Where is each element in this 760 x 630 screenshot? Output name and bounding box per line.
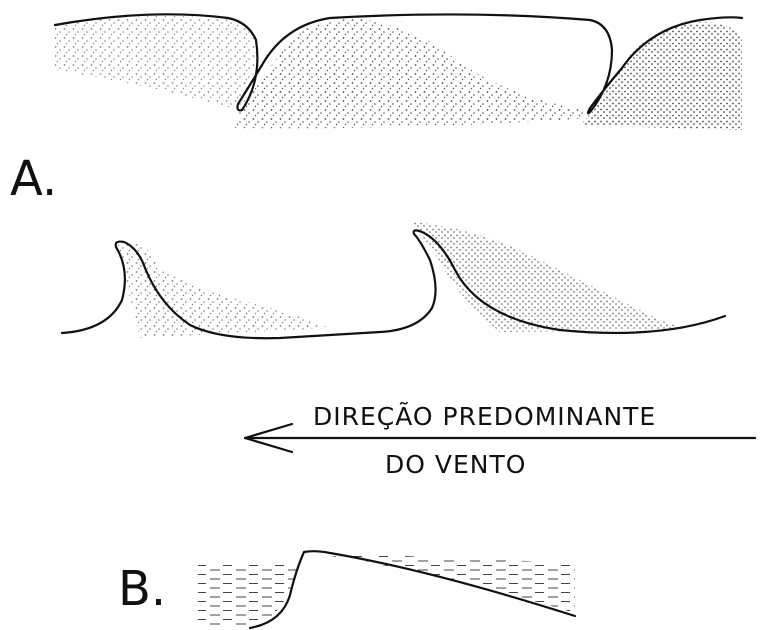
upper-dune-left-stipple bbox=[55, 16, 255, 110]
lower-dune-left-stipple bbox=[118, 243, 330, 338]
panel-b-label: B. bbox=[118, 561, 166, 617]
panel-b-cross-section bbox=[198, 551, 575, 628]
upper-dune-right-stipple bbox=[580, 22, 742, 130]
wind-direction-line1: DIREÇÃO PREDOMINANTE bbox=[313, 401, 656, 431]
wind-direction: DIREÇÃO PREDOMINANTE DO VENTO bbox=[245, 401, 755, 479]
panel-a-label: A. bbox=[10, 151, 57, 207]
panel-a-upper-dunes bbox=[55, 14, 742, 130]
panel-a-lower-dunes bbox=[62, 222, 725, 338]
lower-dune-right-stipple bbox=[410, 222, 690, 332]
cross-section-fill bbox=[198, 563, 298, 628]
wind-direction-line2: DO VENTO bbox=[385, 450, 526, 479]
